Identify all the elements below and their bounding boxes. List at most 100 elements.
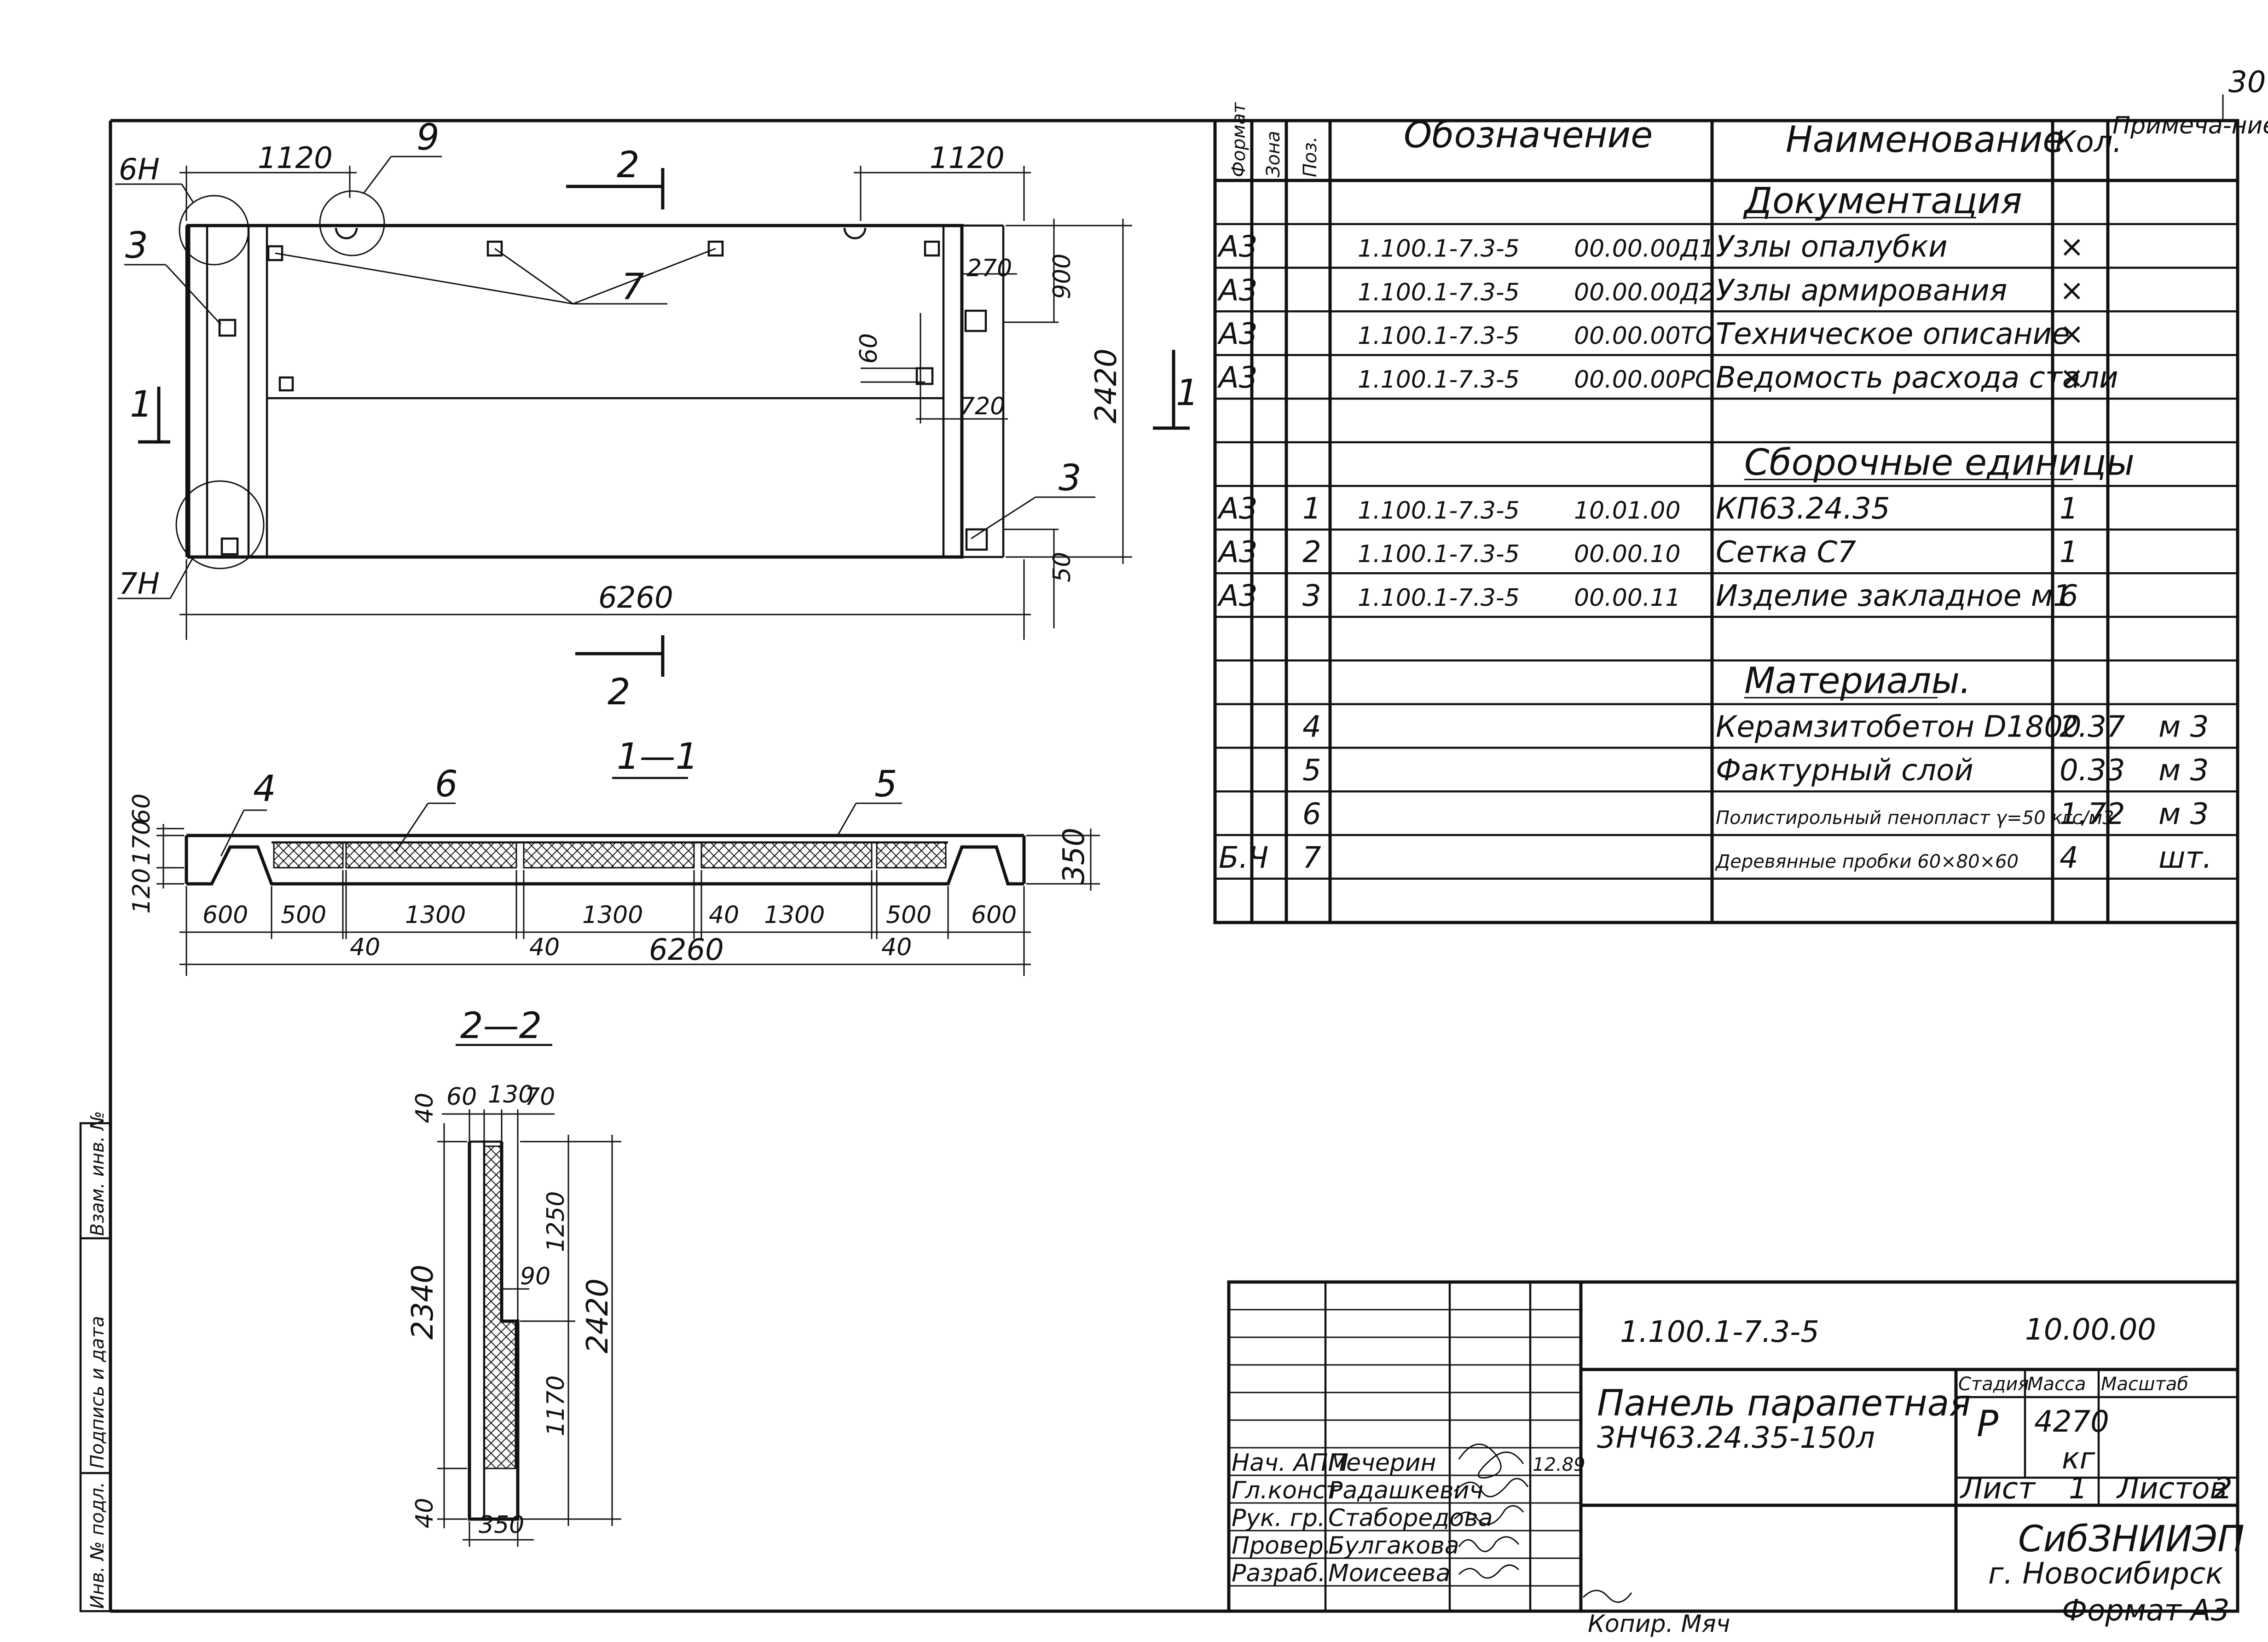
callout-3-left: 3: [125, 225, 148, 267]
spec-cell-name: Сетка С7: [1716, 535, 1856, 569]
spec-cell-note: м 3: [2158, 754, 2209, 788]
vzam-label: Взам. инв. №: [87, 1111, 108, 1236]
spec-cell-format: А3: [1217, 535, 1258, 569]
callout-9: 9: [417, 117, 440, 158]
dim-170-section: 170: [128, 820, 156, 865]
dim-350-section: 350: [1057, 828, 1091, 884]
dim-40-4: 40: [881, 934, 912, 961]
section-2-2: [437, 1044, 621, 1547]
tb-stage-label: Стадия: [1958, 1374, 2029, 1395]
spec-cell-qty: 1: [2060, 535, 2078, 569]
dim-2420-plan: 2420: [1089, 348, 1123, 424]
tb-scale-label: Масштаб: [2101, 1374, 2188, 1395]
signatures: [1453, 1443, 1632, 1603]
section-1-1-title: 1—1: [617, 736, 698, 777]
spec-cell-name: Узлы армирования: [1716, 273, 2007, 308]
callout-7-plan: 7: [621, 267, 644, 308]
dim-40-3: 40: [709, 901, 739, 929]
dim-50-plan: 50: [1048, 552, 1076, 582]
spec-cell-code: 1.100.1-7.3-5: [1358, 235, 1520, 263]
dim-1120-right: 1120: [930, 141, 1005, 175]
plan-view: [115, 156, 1190, 677]
spec-cell-qty: ×: [2060, 230, 2084, 264]
spec-cell-doc: 00.00.00Д1: [1574, 235, 1714, 263]
spec-cell-qty: ×: [2060, 273, 2084, 308]
margin-stamp: Инв. № подл. Подпись и дата Взам. инв. №: [79, 1111, 112, 1613]
section-mark-1-left: 1: [130, 384, 153, 425]
tb-org: СибЗНИИЭП: [2018, 1519, 2245, 1560]
spec-cell-name: Документация: [1743, 180, 2022, 222]
spec-header-name: Наименование: [1786, 119, 2065, 161]
section-1-1: [156, 777, 1100, 976]
dim-2420-s2: 2420: [581, 1278, 615, 1353]
spec-cell-name: Полистирольный пенопласт γ=50 кгс/м3: [1716, 807, 2114, 829]
tb-role-name: Моисеева: [1328, 1560, 1451, 1587]
dim-40-1: 40: [350, 934, 380, 961]
dim-1300-2: 1300: [582, 901, 643, 929]
spec-cell-format: А3: [1217, 579, 1258, 613]
dim-40-bottom-s2: 40: [411, 1498, 439, 1528]
spec-cell-name: Сборочные единицы: [1744, 442, 2135, 484]
spec-cell-format: А3: [1217, 317, 1258, 351]
tb-role-role: Нач. АПМ: [1232, 1449, 1348, 1477]
spec-header-pos: Поз.: [1300, 136, 1321, 177]
dim-270-plan: 270: [966, 255, 1012, 282]
dim-600-right: 600: [971, 901, 1017, 929]
spec-cell-format: А3: [1217, 230, 1258, 264]
dim-1300-1: 1300: [405, 901, 466, 929]
spec-cell-qty: 1.72: [2060, 797, 2125, 831]
tb-role-name: Радашкевич: [1328, 1477, 1483, 1504]
spec-cell-note: м 3: [2158, 710, 2209, 744]
dim-40-2: 40: [529, 934, 560, 961]
title-block-grid: [1227, 1280, 2239, 1613]
spec-cell-code: 1.100.1-7.3-5: [1358, 322, 1520, 350]
tb-role-role: Рук. гр.: [1232, 1504, 1325, 1532]
page-number: 30: [2228, 65, 2266, 99]
inv-orig-label: Инв. № подл.: [87, 1482, 108, 1609]
spec-cell-doc: 00.00.11: [1574, 584, 1681, 612]
spec-header-qty: Кол.: [2055, 125, 2122, 159]
tb-doc: 10.00.00: [2025, 1313, 2156, 1347]
dim-720-plan: 720: [960, 393, 1005, 420]
spec-header-format: Формат: [1228, 102, 1250, 177]
tb-copied: Копир. Мяч: [1588, 1610, 1730, 1638]
spec-cell-doc: 00.00.00ТО: [1574, 322, 1714, 350]
tb-role-role: Разраб.: [1232, 1560, 1325, 1587]
spec-cell-pos: 7: [1302, 841, 1321, 875]
spec-header-note: Примеча-ние.: [2112, 112, 2268, 139]
tb-title-2: 3НЧ63.24.35-150л: [1597, 1421, 1875, 1455]
tb-sheets-label: Листов: [2116, 1472, 2227, 1506]
spec-header-designation: Обозначение: [1404, 115, 1653, 156]
spec-cell-name: Фактурный слой: [1716, 754, 1973, 788]
spec-cell-qty: 0.33: [2060, 754, 2125, 788]
tb-mass: 4270: [2034, 1405, 2109, 1439]
callout-7h: 7Н: [119, 567, 160, 601]
spec-table-grid: [1213, 119, 2239, 924]
tb-role-name: Печерин: [1328, 1449, 1436, 1477]
spec-cell-code: 1.100.1-7.3-5: [1358, 279, 1520, 306]
tb-code: 1.100.1-7.3-5: [1620, 1315, 1819, 1349]
dim-120-section: 120: [128, 868, 156, 914]
dim-60-s2: 60: [446, 1083, 477, 1111]
section-mark-2-bottom: 2: [608, 672, 631, 713]
spec-cell-name: КП63.24.35: [1716, 492, 1890, 526]
callout-5: 5: [874, 764, 897, 805]
spec-header-zone: Зона: [1263, 131, 1284, 177]
spec-cell-code: 1.100.1-7.3-5: [1358, 584, 1520, 612]
tb-role-name: Булгакова: [1328, 1532, 1459, 1560]
spec-cell-name: Материалы.: [1744, 661, 1971, 702]
dim-1170-s2: 1170: [542, 1375, 570, 1436]
callout-6: 6: [435, 764, 458, 805]
callout-6h: 6Н: [119, 153, 160, 187]
spec-cell-qty: 4: [2060, 841, 2078, 875]
callout-3-right: 3: [1059, 458, 1082, 499]
tb-role-role: Гл.конст: [1232, 1477, 1341, 1504]
tb-role-name: Стаборедова: [1328, 1504, 1493, 1532]
spec-cell-doc: 00.00.10: [1574, 540, 1681, 568]
spec-cell-code: 1.100.1-7.3-5: [1358, 366, 1520, 394]
spec-cell-name: Деревянные пробки 60×80×60: [1715, 851, 2019, 872]
dim-90-s2: 90: [520, 1263, 550, 1290]
tb-stage: Р: [1977, 1404, 1998, 1445]
